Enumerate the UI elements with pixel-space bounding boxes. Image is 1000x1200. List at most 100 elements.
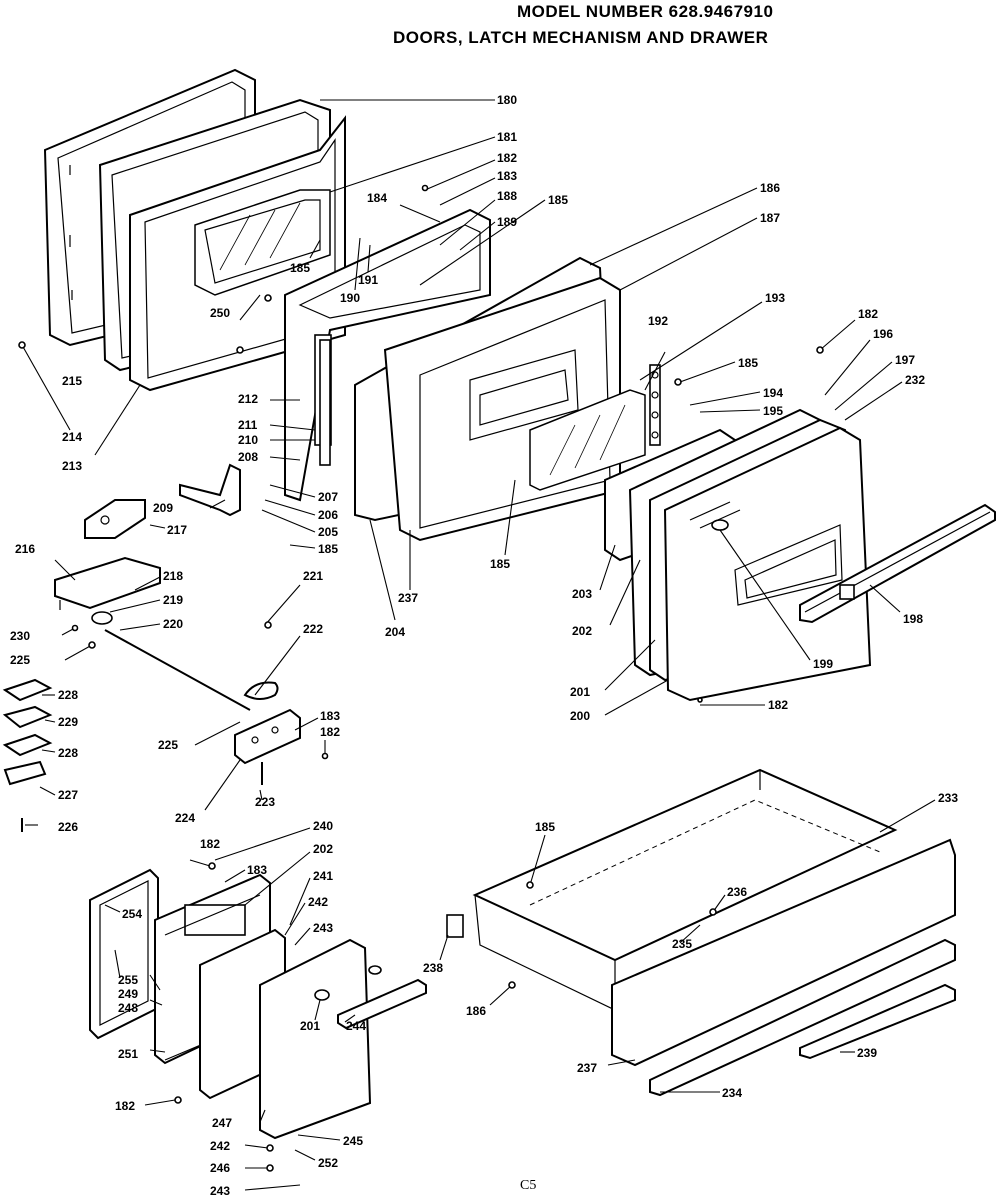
latch-cover-216 xyxy=(54,556,161,610)
callout-228: 228 xyxy=(58,688,78,702)
callout-205: 205 xyxy=(318,525,338,539)
callout-239: 239 xyxy=(857,1046,877,1060)
callout-226: 226 xyxy=(58,820,78,834)
callout-233: 233 xyxy=(938,791,958,805)
callout-207: 207 xyxy=(318,490,338,504)
callout-217: 217 xyxy=(167,523,187,537)
callout-234: 234 xyxy=(722,1086,742,1100)
callout-225: 225 xyxy=(10,653,30,667)
callout-229: 229 xyxy=(58,715,78,729)
callout-208: 208 xyxy=(238,450,258,464)
callout-182: 182 xyxy=(768,698,788,712)
page-code: C5 xyxy=(520,1178,537,1193)
callout-235: 235 xyxy=(672,937,692,951)
callout-183: 183 xyxy=(247,863,267,877)
callout-222: 222 xyxy=(303,622,323,636)
callout-240: 240 xyxy=(313,819,333,833)
callout-186: 186 xyxy=(466,1004,486,1018)
callout-185: 185 xyxy=(548,193,568,207)
door-handle-198 xyxy=(799,503,996,624)
callout-190: 190 xyxy=(340,291,360,305)
callout-228: 228 xyxy=(58,746,78,760)
latch-rod-220 xyxy=(91,611,251,711)
callout-185: 185 xyxy=(318,542,338,556)
drawer-slide-238 xyxy=(446,914,464,938)
callout-188: 188 xyxy=(497,189,517,203)
callout-247: 247 xyxy=(212,1116,232,1130)
callout-212: 212 xyxy=(238,392,258,406)
callout-192: 192 xyxy=(648,314,668,328)
callout-183: 183 xyxy=(320,709,340,723)
callout-245: 245 xyxy=(343,1134,363,1148)
callout-243: 243 xyxy=(313,921,333,935)
callout-182: 182 xyxy=(497,151,517,165)
callout-200: 200 xyxy=(570,709,590,723)
callout-191: 191 xyxy=(358,273,378,287)
callout-labels: 180 181 182 183 184 188 189 185 186 187 … xyxy=(10,93,958,1198)
callout-211: 211 xyxy=(238,418,258,432)
drawer-front-237 xyxy=(611,838,956,1067)
callout-254: 254 xyxy=(122,907,142,921)
callout-232: 232 xyxy=(905,373,925,387)
callout-246: 246 xyxy=(210,1161,230,1175)
callout-224: 224 xyxy=(175,811,195,825)
callout-201: 201 xyxy=(300,1019,320,1033)
callout-198: 198 xyxy=(903,612,923,626)
callout-197: 197 xyxy=(895,353,915,367)
drawer-rail-234 xyxy=(649,938,956,1097)
callout-251: 251 xyxy=(118,1047,138,1061)
callout-180: 180 xyxy=(497,93,517,107)
callout-213: 213 xyxy=(62,459,82,473)
screw-markers xyxy=(18,184,824,1172)
callout-187: 187 xyxy=(760,211,780,225)
callout-237: 237 xyxy=(577,1061,597,1075)
diagram-subtitle: DOORS, LATCH MECHANISM AND DRAWER xyxy=(393,28,769,47)
latch-cam-222 xyxy=(243,681,279,700)
door-glass-assembly xyxy=(194,189,331,296)
door-hinge-frame xyxy=(284,208,491,502)
callout-218: 218 xyxy=(163,569,183,583)
callout-182: 182 xyxy=(858,307,878,321)
broiler-outer-door xyxy=(259,938,372,1140)
callout-185: 185 xyxy=(738,356,758,370)
callout-185: 185 xyxy=(490,557,510,571)
callout-230: 230 xyxy=(10,629,30,643)
callout-196: 196 xyxy=(873,327,893,341)
callout-206: 206 xyxy=(318,508,338,522)
callout-242: 242 xyxy=(210,1139,230,1153)
callout-181: 181 xyxy=(497,130,517,144)
callout-184: 184 xyxy=(367,191,387,205)
callout-227: 227 xyxy=(58,788,78,802)
callout-244: 244 xyxy=(346,1019,366,1033)
callout-204: 204 xyxy=(385,625,405,639)
callout-252: 252 xyxy=(318,1156,338,1170)
broiler-door-gasket-254 xyxy=(89,868,159,1040)
callout-202: 202 xyxy=(313,842,333,856)
callout-238: 238 xyxy=(423,961,443,975)
callout-242: 242 xyxy=(308,895,328,909)
callout-220: 220 xyxy=(163,617,183,631)
callout-243: 243 xyxy=(210,1184,230,1198)
callout-195: 195 xyxy=(763,404,783,418)
latch-plate-224 xyxy=(234,708,301,785)
callout-182: 182 xyxy=(320,725,340,739)
callout-216: 216 xyxy=(15,542,35,556)
callout-185: 185 xyxy=(535,820,555,834)
callout-250: 250 xyxy=(210,306,230,320)
callout-203: 203 xyxy=(572,587,592,601)
callout-183: 183 xyxy=(497,169,517,183)
callout-225: 225 xyxy=(158,738,178,752)
drawer-rail-239 xyxy=(799,983,956,1060)
callout-237: 237 xyxy=(398,591,418,605)
callout-248: 248 xyxy=(118,1001,138,1015)
callout-186: 186 xyxy=(760,181,780,195)
callout-221: 221 xyxy=(303,569,323,583)
callout-249: 249 xyxy=(118,987,138,1001)
door-glass-192 xyxy=(529,389,646,491)
callout-201: 201 xyxy=(570,685,590,699)
callout-185: 185 xyxy=(290,261,310,275)
latch-small-parts-226-229 xyxy=(2,678,53,832)
callout-194: 194 xyxy=(763,386,783,400)
callout-182: 182 xyxy=(115,1099,135,1113)
broiler-handle-244 xyxy=(314,965,427,1030)
